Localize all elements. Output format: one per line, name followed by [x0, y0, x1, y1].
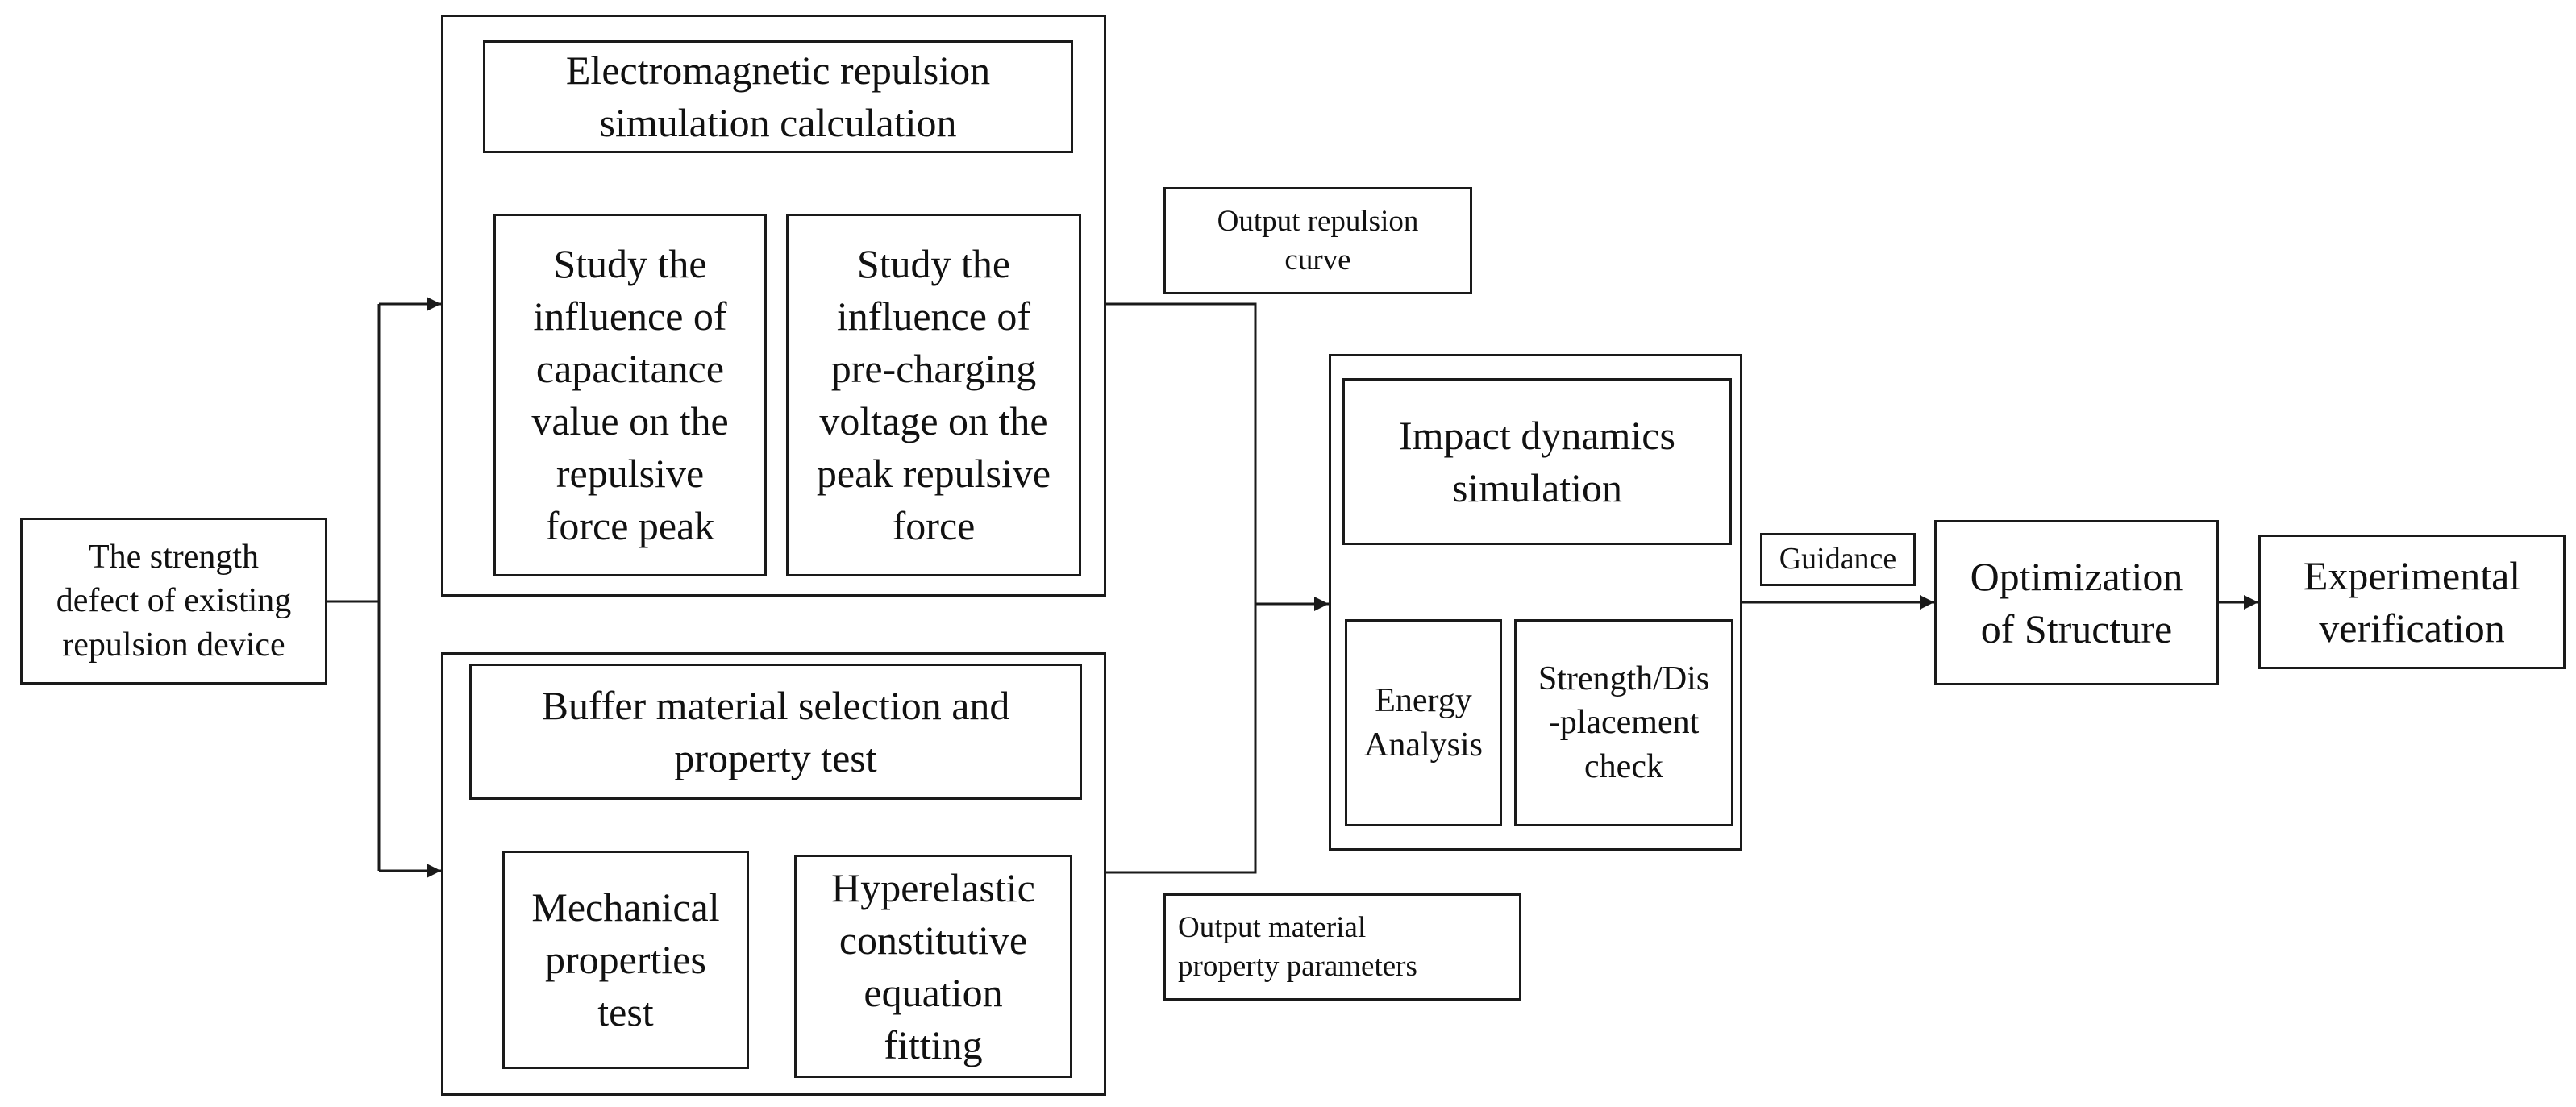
em-left-study: Study the influence of capacitance value…	[531, 241, 729, 548]
optimization-label: Optimization of Structure	[1970, 553, 2183, 651]
verification-label: Experimental verification	[2303, 552, 2521, 651]
output-repulsion-box	[1163, 187, 1472, 294]
output-material-label: Output material property parameters	[1178, 911, 1417, 983]
impact-title: Impact dynamics simulation	[1399, 412, 1675, 510]
impact-title-box	[1342, 378, 1732, 545]
em-right-study-box	[786, 214, 1081, 576]
buffer-right-fit: Hyperelastic constitutive equation fitti…	[831, 864, 1035, 1067]
guidance-label: Guidance	[1779, 542, 1897, 576]
verification-box	[2258, 535, 2566, 669]
energy-analysis: Energy Analysis	[1364, 681, 1483, 764]
connector-em-output	[1106, 302, 1257, 874]
em-left-study-box	[493, 214, 767, 576]
buffer-right-fit-box	[794, 855, 1072, 1078]
strength-check-box	[1514, 619, 1733, 826]
energy-analysis-box	[1345, 619, 1502, 826]
buffer-title-box	[469, 664, 1082, 800]
output-repulsion-label: Output repulsion curve	[1217, 205, 1419, 277]
output-material-box	[1163, 893, 1521, 1001]
start-box	[20, 518, 327, 685]
buffer-title: Buffer material selection and property t…	[541, 682, 1010, 780]
start-box-label: The strength defect of existing repulsio…	[56, 538, 292, 664]
strength-check: Strength/Dis -placement check	[1538, 660, 1710, 785]
optimization-box	[1934, 520, 2219, 685]
guidance-box	[1760, 533, 1916, 586]
em-title-box	[483, 40, 1073, 153]
em-right-study: Study the influence of pre-charging volt…	[816, 241, 1051, 548]
em-title: Electromagnetic repulsion simulation cal…	[565, 48, 991, 145]
buffer-left-test-box	[502, 851, 749, 1069]
buffer-left-test: Mechanical properties test	[531, 884, 720, 1034]
